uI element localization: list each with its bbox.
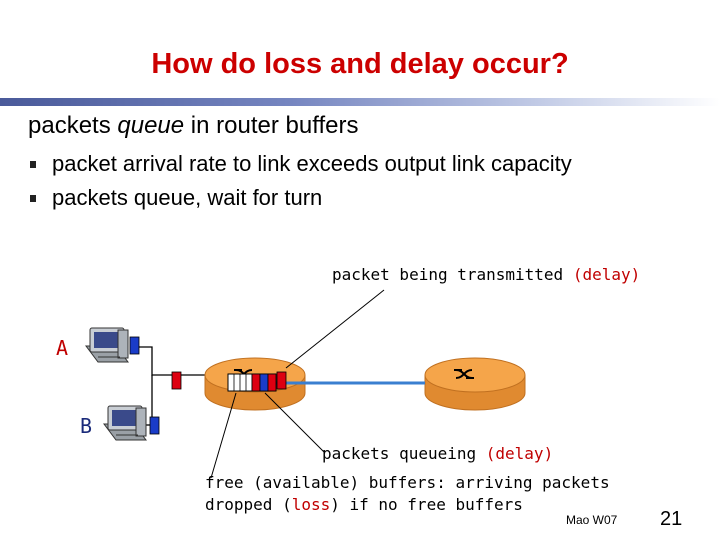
queueing-annotation: packets queueing (delay) [322, 443, 553, 465]
transmitted-label: packet being transmitted [332, 265, 573, 284]
free-line2-b: ) if no free buffers [330, 495, 523, 514]
router-right [424, 357, 526, 411]
queued-packet [251, 373, 261, 392]
transmitted-delay: (delay) [572, 265, 641, 284]
host-a-label: A [56, 336, 69, 360]
square-bullet-icon [30, 195, 36, 202]
square-bullet-icon [30, 161, 36, 168]
transmitted-annotation: packet being transmitted (delay) [332, 264, 640, 286]
host-b-computer-icon [103, 405, 147, 441]
bullet-list: packet arrival rate to link exceeds outp… [30, 150, 572, 218]
host-a-computer-icon [85, 327, 129, 363]
bullet-item: packet arrival rate to link exceeds outp… [30, 150, 572, 184]
free-buffers-annotation: free (available) buffers: arriving packe… [205, 472, 610, 516]
queueing-delay: (delay) [485, 444, 554, 463]
queued-packet [259, 373, 269, 392]
bullet-text: packet arrival rate to link exceeds outp… [52, 151, 572, 176]
intro-text: packets queue in router buffers [28, 112, 358, 140]
output-buffer [227, 373, 277, 392]
packet-arriving [171, 371, 182, 390]
link-host-a [130, 346, 205, 376]
page-number: 21 [660, 508, 683, 530]
slide-title: How do loss and delay occur? [151, 48, 569, 80]
queueing-label: packets queueing [322, 444, 486, 463]
pointer-free-buffers [210, 392, 237, 479]
intro-before: packets [28, 112, 118, 139]
packet-from-b [149, 416, 160, 435]
free-buffers-line2: dropped (loss) if no free buffers [205, 494, 610, 516]
loss-label: loss [291, 495, 331, 514]
pointer-transmitted [285, 289, 385, 369]
router-cross-icon [454, 369, 474, 379]
host-b-label: B [80, 414, 93, 438]
packet-being-transmitted [276, 371, 287, 390]
bullet-text: packets queue, wait for turn [52, 185, 323, 210]
intro-after: in router buffers [184, 112, 359, 139]
free-buffers-line1: free (available) buffers: arriving packe… [205, 473, 610, 492]
free-line2-a: dropped ( [205, 495, 292, 514]
packet-from-a [129, 336, 140, 355]
footer-author: Mao W07 [566, 513, 618, 527]
intro-emphasis: queue [117, 112, 185, 139]
bullet-item: packets queue, wait for turn [30, 184, 572, 218]
queued-packet [267, 373, 277, 392]
pointer-queueing [264, 392, 325, 453]
title-divider [0, 98, 720, 106]
